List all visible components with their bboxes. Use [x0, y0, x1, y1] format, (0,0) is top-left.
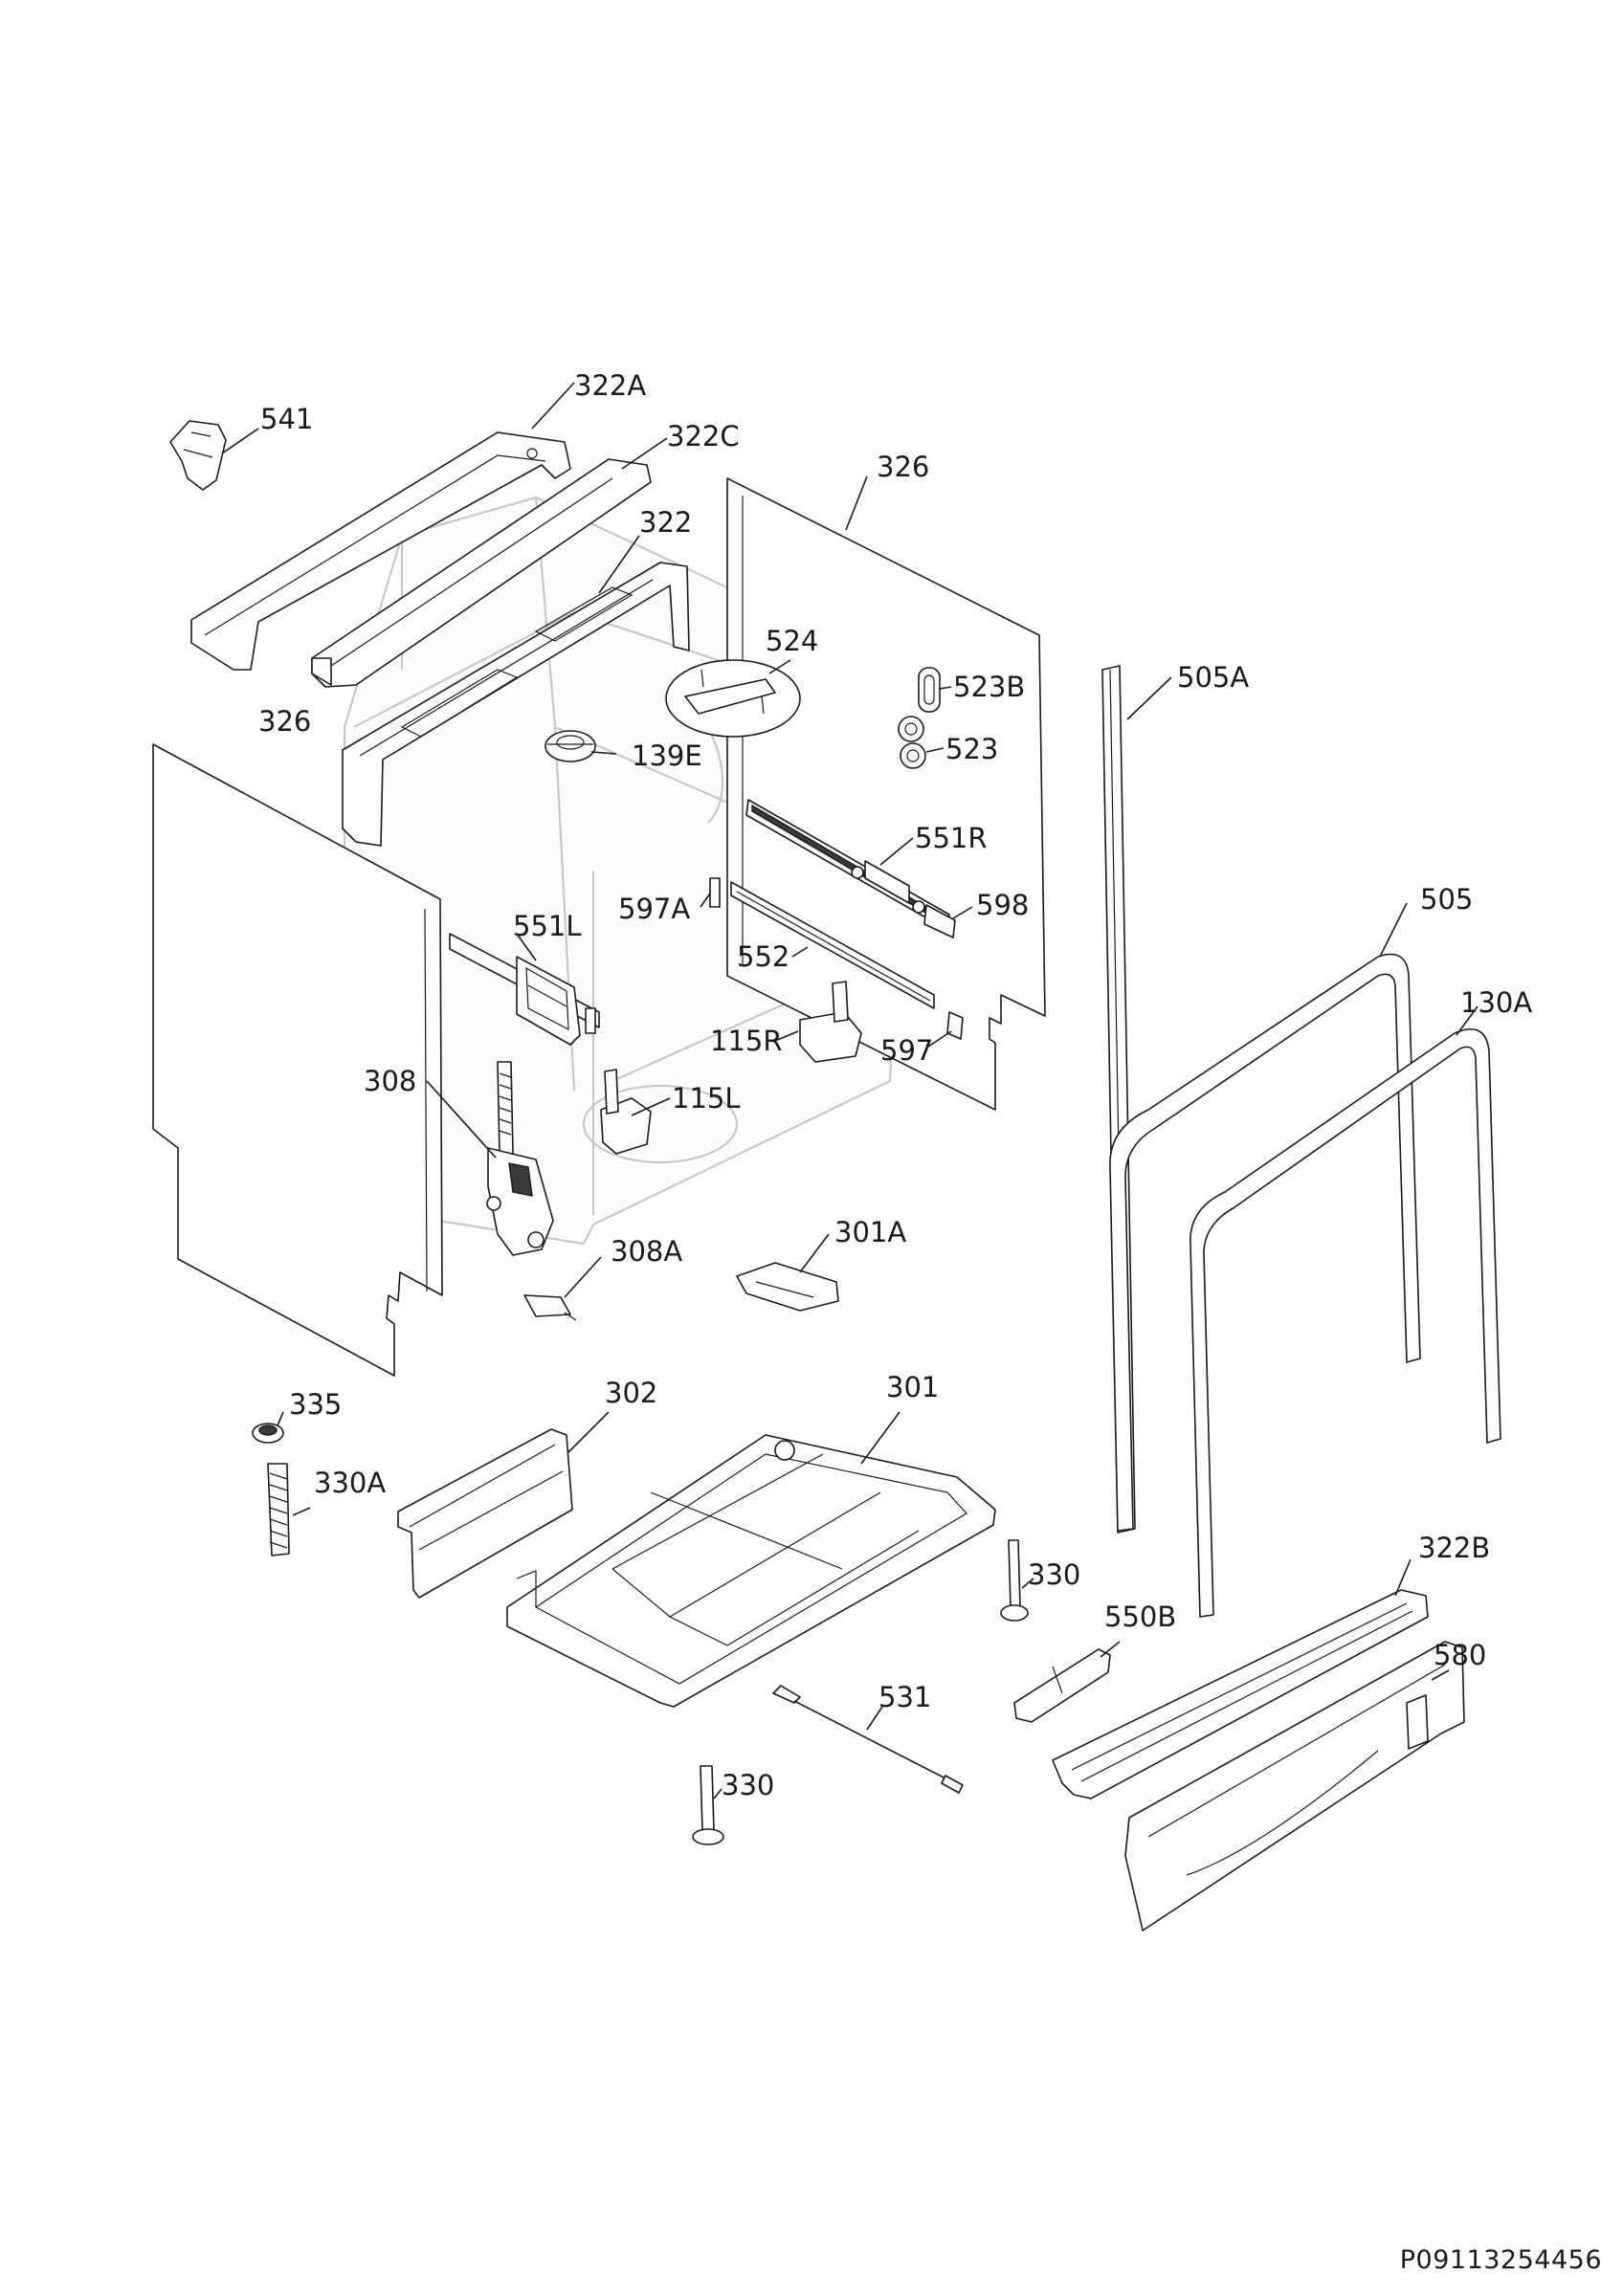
part-322-top-frame	[342, 562, 690, 847]
callout-326-top: 326	[877, 451, 929, 483]
callout-115R: 115R	[710, 1025, 783, 1057]
part-322C-rail	[311, 458, 652, 688]
callout-302: 302	[605, 1377, 657, 1409]
callout-550B: 550B	[1104, 1601, 1176, 1633]
callout-301A: 301A	[834, 1216, 906, 1248]
part-531-cable	[772, 1685, 964, 1794]
part-322B-rail	[1052, 1589, 1429, 1799]
callout-330-bottom: 330	[722, 1769, 774, 1801]
callout-322: 322	[639, 506, 692, 539]
callout-505: 505	[1420, 883, 1473, 916]
callout-326-left: 326	[258, 705, 311, 738]
callout-308A: 308A	[611, 1235, 682, 1268]
part-115R-cover	[799, 981, 862, 1063]
part-580-plinth	[1124, 1641, 1465, 1932]
callout-301: 301	[886, 1371, 939, 1403]
callout-523B: 523B	[953, 671, 1025, 703]
part-550B-bracket	[1013, 1648, 1111, 1723]
callout-597: 597	[880, 1034, 933, 1067]
callout-labels: 541 322A 322C 322 326 326 524 523B 523 1…	[258, 369, 1532, 1801]
part-326-left-panel	[152, 743, 443, 1377]
part-551L-rail	[449, 933, 600, 1046]
part-301A-cover	[736, 1262, 839, 1312]
callout-115L: 115L	[672, 1082, 741, 1115]
callout-531: 531	[878, 1681, 931, 1713]
part-598-stop	[923, 904, 956, 938]
part-330A-screw	[267, 1463, 290, 1556]
part-541-clip	[169, 420, 227, 491]
part-505-door-seal	[1109, 953, 1421, 1532]
part-330-right-foot	[1000, 1539, 1029, 1622]
callout-139E: 139E	[632, 740, 702, 772]
callout-523: 523	[945, 733, 998, 765]
part-524-clip	[665, 659, 801, 738]
callout-551R: 551R	[915, 822, 988, 854]
callout-551L: 551L	[513, 910, 582, 942]
callout-598: 598	[976, 889, 1029, 921]
part-597-clip	[946, 1011, 964, 1040]
part-597A-pin	[709, 877, 721, 908]
callout-580: 580	[1434, 1639, 1486, 1671]
part-523B-gasket	[918, 667, 941, 713]
part-330-bottom-foot	[692, 1765, 724, 1845]
part-551R-rail	[745, 799, 950, 931]
part-139E-nut	[545, 730, 596, 762]
callout-552: 552	[737, 940, 789, 973]
callout-335: 335	[289, 1388, 342, 1421]
callout-505A: 505A	[1177, 661, 1249, 694]
part-302-kick-plate	[397, 1428, 573, 1599]
callout-541: 541	[260, 403, 313, 435]
callout-524: 524	[766, 625, 818, 657]
part-335-cap	[252, 1423, 284, 1444]
callout-322C: 322C	[667, 420, 740, 453]
callout-322B: 322B	[1418, 1532, 1490, 1564]
part-130A-inner-seal	[1189, 1028, 1501, 1618]
part-552-rail	[730, 881, 935, 1009]
leader-lines	[221, 382, 1478, 1799]
callout-130A: 130A	[1460, 986, 1532, 1019]
part-308A-pin	[523, 1294, 577, 1321]
part-322A-top-rail	[190, 431, 571, 671]
callout-330-right: 330	[1028, 1558, 1080, 1591]
callout-330A: 330A	[314, 1467, 386, 1499]
drawing-code: P09113254456	[1399, 2245, 1602, 2275]
callout-322A: 322A	[574, 369, 646, 402]
part-301-base	[506, 1434, 996, 1708]
part-308-hinge	[486, 1061, 554, 1256]
part-523-bushings	[898, 716, 926, 769]
callout-308: 308	[364, 1065, 416, 1097]
callout-597A: 597A	[618, 893, 690, 925]
